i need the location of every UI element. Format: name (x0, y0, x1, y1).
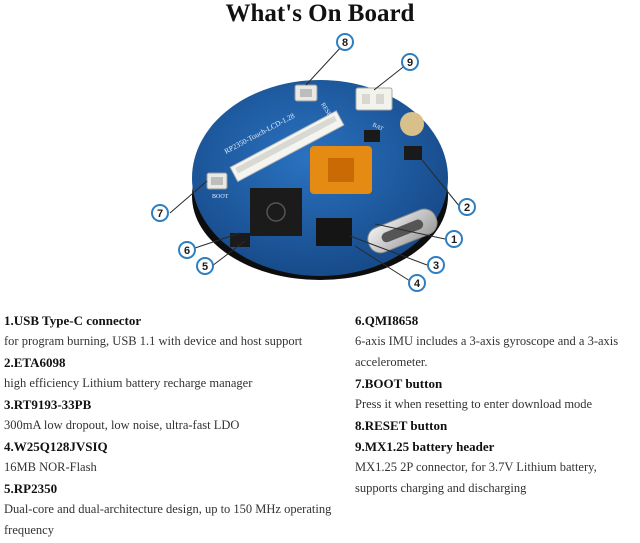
item-desc: for program burning, USB 1.1 with device… (4, 334, 303, 348)
svg-text:2: 2 (464, 202, 470, 214)
callout-8: 8 (336, 33, 354, 51)
svg-text:1: 1 (451, 234, 457, 246)
item-desc: Dual-core and dual-architecture design, … (4, 502, 332, 537)
component-list-left: 1.USB Type-C connector for program burni… (4, 310, 334, 541)
item-title: 8.RESET button (355, 418, 448, 433)
battery-header (355, 87, 393, 111)
flash-chip (230, 233, 250, 247)
boot-silkscreen: BOOT (212, 194, 229, 200)
list-item: 9.MX1.25 battery header MX1.25 2P connec… (355, 436, 637, 499)
svg-text:3: 3 (433, 260, 439, 272)
svg-text:5: 5 (202, 261, 208, 273)
list-item: 2.ETA6098 high efficiency Lithium batter… (4, 352, 334, 394)
svg-text:7: 7 (157, 208, 163, 220)
ldo-chip (316, 218, 352, 246)
item-title: 1.USB Type-C connector (4, 313, 142, 328)
board-svg: RP2350-Touch-LCD-1.28 RESET BOOT BAT 1 2 (151, 33, 476, 292)
item-title: 2.ETA6098 (4, 355, 66, 370)
list-item: 8.RESET button (355, 415, 637, 436)
item-desc: Press it when resetting to enter downloa… (355, 397, 593, 411)
boot-button (206, 172, 228, 190)
svg-text:9: 9 (407, 57, 413, 69)
callout-1: 1 (445, 230, 463, 248)
list-item: 4.W25Q128JVSIQ 16MB NOR-Flash (4, 436, 334, 478)
component-list-right: 6.QMI8658 6-axis IMU includes a 3-axis g… (355, 310, 637, 499)
fpc-connector (229, 110, 345, 183)
board-illustration: RP2350-Touch-LCD-1.28 RESET BOOT BAT 1 2 (140, 28, 500, 300)
item-title: 7.BOOT button (355, 376, 443, 391)
callout-3: 3 (427, 256, 445, 274)
callout-7: 7 (151, 204, 169, 222)
callout-4: 4 (408, 274, 426, 292)
reset-button (294, 84, 318, 102)
item-desc: 16MB NOR-Flash (4, 460, 97, 474)
svg-text:4: 4 (414, 278, 421, 290)
callout-6: 6 (178, 241, 196, 259)
usb-c-connector (367, 208, 438, 254)
item-title: 9.MX1.25 battery header (355, 439, 495, 454)
item-title: 4.W25Q128JVSIQ (4, 439, 108, 454)
item-desc: 300mA low dropout, low noise, ultra-fast… (4, 418, 240, 432)
rp2350-chip (250, 188, 302, 236)
bat-silkscreen: BAT (371, 122, 384, 132)
callout-5: 5 (196, 257, 214, 275)
list-item: 5.RP2350 Dual-core and dual-architecture… (4, 478, 334, 541)
item-title: 5.RP2350 (4, 481, 58, 496)
list-item: 1.USB Type-C connector for program burni… (4, 310, 334, 352)
item-desc: MX1.25 2P connector, for 3.7V Lithium ba… (355, 460, 597, 495)
charger-chip (404, 146, 422, 160)
item-desc: high efficiency Lithium battery recharge… (4, 376, 253, 390)
item-title: 3.RT9193-33PB (4, 397, 92, 412)
item-title: 6.QMI8658 (355, 313, 419, 328)
list-item: 6.QMI8658 6-axis IMU includes a 3-axis g… (355, 310, 637, 373)
svg-text:6: 6 (184, 245, 190, 257)
page-title: What's On Board (225, 0, 415, 27)
item-desc: 6-axis IMU includes a 3-axis gyroscope a… (355, 334, 619, 369)
svg-text:8: 8 (342, 37, 348, 49)
list-item: 3.RT9193-33PB 300mA low dropout, low noi… (4, 394, 334, 436)
callout-2: 2 (458, 198, 476, 216)
callout-9: 9 (401, 53, 419, 71)
list-item: 7.BOOT button Press it when resetting to… (355, 373, 637, 415)
